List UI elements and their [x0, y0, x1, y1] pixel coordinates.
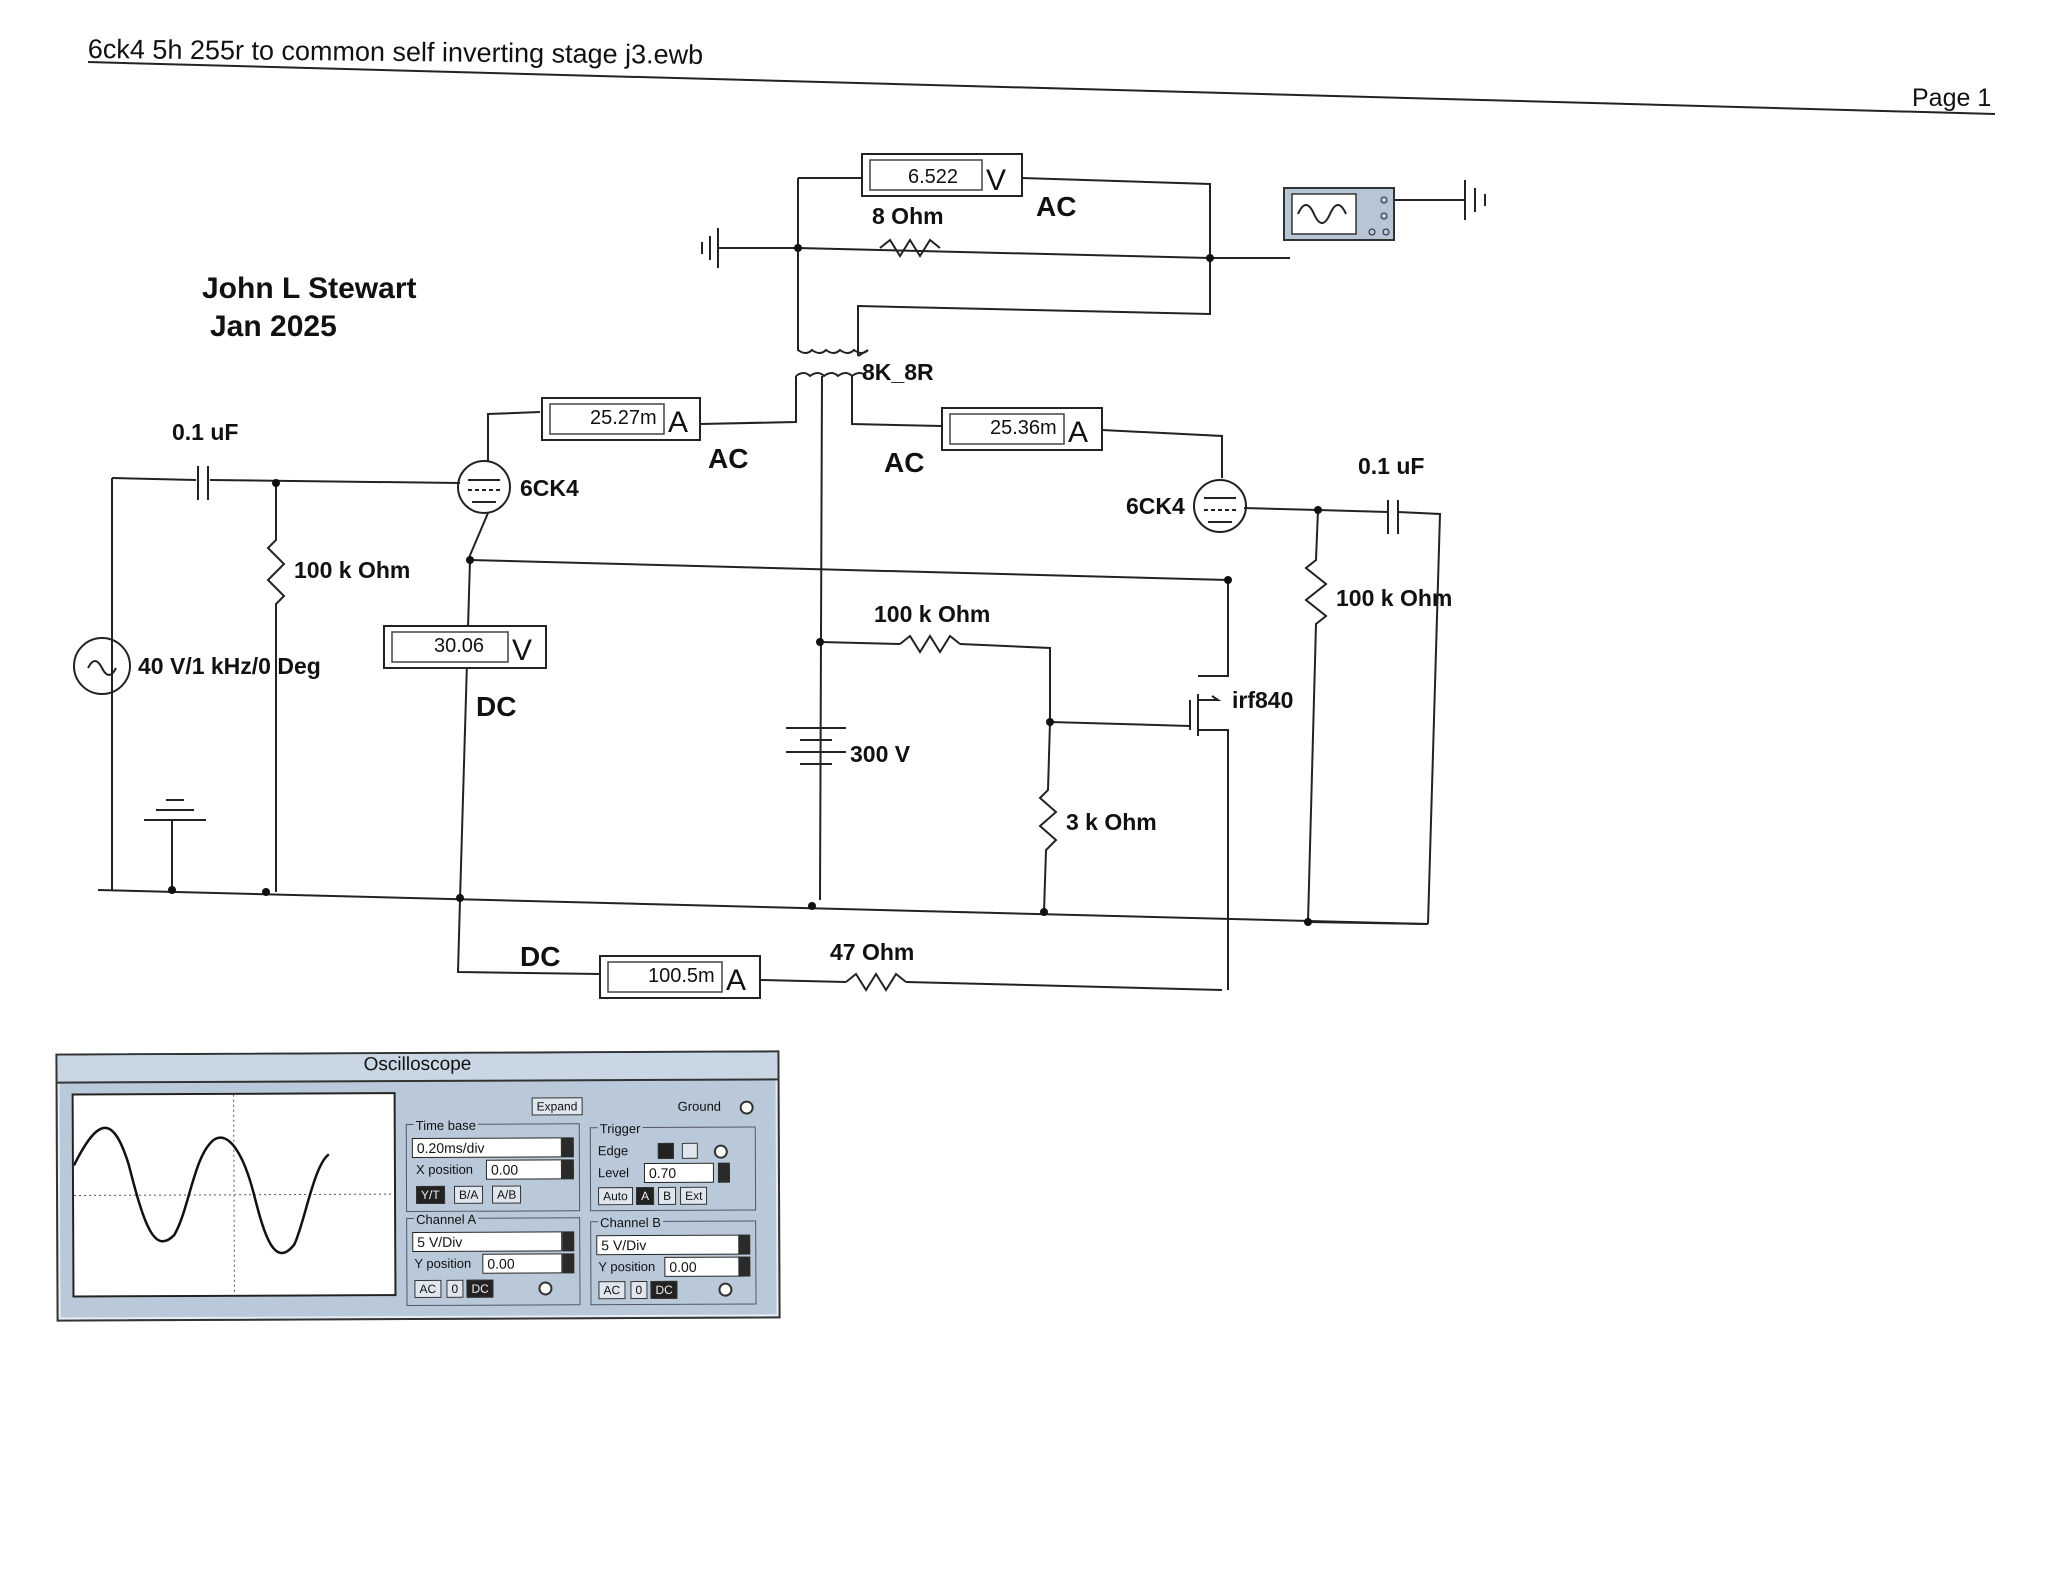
label-grid-res-right: 100 k Ohm	[1336, 585, 1452, 611]
author-date: Jan 2025	[210, 310, 337, 343]
mode-yt-button[interactable]: Y/T	[416, 1185, 445, 1205]
timebase-field[interactable]: 0.20ms/div	[411, 1137, 562, 1159]
channel-a-zero-button[interactable]: 0	[446, 1279, 464, 1298]
channel-a-ypos-field[interactable]: 0.00	[482, 1253, 563, 1274]
level-spinner[interactable]	[717, 1162, 730, 1183]
xposition-field[interactable]: 0.00	[485, 1159, 562, 1180]
mode-label: AC	[708, 443, 748, 474]
meter-right-plate-current[interactable]: 25.36m A	[941, 407, 1103, 451]
trigger-label: Trigger	[597, 1121, 643, 1137]
xposition-spinner[interactable]	[561, 1159, 574, 1180]
edge-rising-button[interactable]	[657, 1142, 674, 1159]
level-field[interactable]: 0.70	[643, 1162, 714, 1184]
trigger-terminal[interactable]	[713, 1144, 728, 1159]
channel-a-scale-field[interactable]: 5 V/Div	[412, 1231, 563, 1253]
oscilloscope-panel: Oscilloscope Expand Ground Time base 0.2…	[55, 1050, 781, 1322]
channel-b-label: Channel B	[598, 1214, 663, 1231]
mode-label: AC	[884, 447, 924, 478]
meter-output-voltage[interactable]: 6.522 V	[861, 153, 1023, 197]
meter-unit: A	[1068, 416, 1088, 449]
channel-a-dc-button[interactable]: DC	[466, 1279, 494, 1298]
edge-label: Edge	[597, 1143, 629, 1159]
label-tube-right: 6CK4	[1126, 493, 1185, 519]
label-load: 8 Ohm	[872, 203, 944, 229]
meter-unit: A	[726, 964, 746, 997]
meter-unit: V	[986, 164, 1006, 197]
trigger-a-button[interactable]: A	[636, 1186, 655, 1206]
channel-a-ac-button[interactable]: AC	[414, 1279, 442, 1299]
label-battery: 300 V	[850, 741, 911, 767]
trigger-b-button[interactable]: B	[658, 1186, 677, 1205]
channel-b-terminal[interactable]	[718, 1282, 733, 1297]
oscilloscope-title: Oscilloscope	[57, 1052, 778, 1084]
channel-b-scale-spinner[interactable]	[738, 1234, 751, 1255]
label-source: 40 V/1 kHz/0 Deg	[138, 653, 321, 679]
channel-b-ypos-spinner[interactable]	[738, 1256, 751, 1277]
channel-a-terminal[interactable]	[538, 1281, 553, 1296]
meter-value: 6.522	[908, 166, 958, 188]
timebase-spinner[interactable]	[561, 1137, 574, 1158]
ground-terminal[interactable]	[739, 1100, 754, 1115]
mode-ab-button[interactable]: A/B	[491, 1185, 522, 1204]
xposition-label: X position	[415, 1161, 474, 1178]
channel-b-ac-button[interactable]: AC	[598, 1281, 626, 1300]
mode-label: AC	[1036, 191, 1076, 222]
trigger-auto-button[interactable]: Auto	[598, 1187, 633, 1206]
channel-b-ypos-label: Y position	[598, 1258, 656, 1275]
meter-value: 30.06	[434, 635, 484, 657]
label-bias-res: 3 k Ohm	[1066, 809, 1157, 835]
meter-value: 25.36m	[990, 417, 1057, 439]
label-transformer: 8K_8R	[862, 359, 934, 385]
channel-a-label: Channel A	[414, 1211, 479, 1228]
oscilloscope-icon[interactable]	[1283, 187, 1395, 241]
channel-b-ypos-field[interactable]: 0.00	[664, 1256, 741, 1277]
mode-label: DC	[476, 691, 516, 722]
channel-b-dc-button[interactable]: DC	[650, 1280, 678, 1299]
meter-left-plate-current[interactable]: 25.27m A	[541, 397, 701, 441]
label-cap-left: 0.1 uF	[172, 419, 238, 445]
label-gate-res: 100 k Ohm	[874, 601, 990, 627]
channel-b-scale-field[interactable]: 5 V/Div	[596, 1234, 741, 1256]
label-tube-left: 6CK4	[520, 475, 579, 501]
timebase-label: Time base	[413, 1117, 478, 1134]
oscilloscope-screen	[71, 1092, 397, 1298]
meter-unit: V	[512, 634, 532, 667]
channel-a-scale-spinner[interactable]	[562, 1231, 575, 1252]
label-mosfet: irf840	[1232, 687, 1293, 713]
author-name: John L Stewart	[202, 272, 417, 305]
ground-label: Ground	[677, 1098, 722, 1114]
mode-label: DC	[520, 941, 560, 972]
meter-value: 25.27m	[590, 407, 657, 429]
ground-symbol	[1464, 180, 1486, 220]
channel-a-ypos-label: Y position	[414, 1255, 472, 1272]
ground-symbol	[701, 228, 719, 268]
level-label: Level	[597, 1165, 630, 1181]
channel-b-zero-button[interactable]: 0	[630, 1281, 648, 1300]
meter-cathode-voltage[interactable]: 30.06 V	[383, 625, 547, 669]
label-cap-right: 0.1 uF	[1358, 453, 1424, 479]
expand-button[interactable]: Expand	[531, 1097, 583, 1116]
meter-unit: A	[668, 406, 688, 439]
edge-falling-button[interactable]	[681, 1142, 698, 1159]
meter-supply-current[interactable]: 100.5m A	[599, 955, 761, 999]
mode-ba-button[interactable]: B/A	[453, 1185, 484, 1204]
page-number: Page 1	[1912, 84, 1992, 112]
channel-a-ypos-spinner[interactable]	[562, 1253, 575, 1274]
label-grid-res-left: 100 k Ohm	[294, 557, 410, 583]
waveform-display	[72, 1094, 395, 1295]
meter-value: 100.5m	[648, 965, 715, 987]
trigger-ext-button[interactable]: Ext	[680, 1186, 708, 1205]
label-shunt-res: 47 Ohm	[830, 939, 914, 965]
